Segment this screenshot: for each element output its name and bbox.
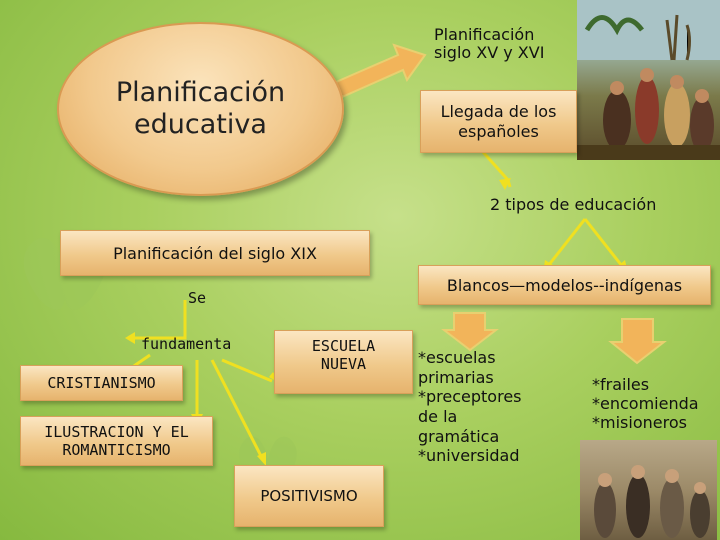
list-item: *escuelas (418, 348, 522, 368)
list-item: de la (418, 407, 522, 427)
list-item: gramática (418, 427, 522, 447)
connector-se (133, 300, 185, 338)
llegada-line2: españoles (441, 122, 557, 141)
label-dos-tipos: 2 tipos de educación (490, 196, 656, 214)
down-arrow-right (611, 319, 664, 363)
connector-to-escuela (222, 360, 272, 381)
box-escuela-nueva: ESCUELA NUEVA (274, 330, 413, 394)
connector-llegada-to-tipos (483, 152, 508, 180)
box-modelos: Blancos—modelos--indígenas (418, 265, 711, 305)
box-llegada-espanoles: Llegada de los españoles (420, 90, 577, 153)
list-right: *frailes *encomienda *misioneros (592, 375, 699, 433)
painting-conquest-image (577, 0, 720, 160)
escuela-line1: ESCUELA (312, 337, 375, 355)
connector-tipos-left (548, 219, 585, 266)
arrow-oval-to-xv-xvi (336, 45, 425, 97)
box-positivismo: POSITIVISMO (234, 465, 384, 527)
oval-line2: educativa (116, 109, 285, 141)
list-item: primarias (418, 368, 522, 388)
label-fundamenta: fundamenta (141, 336, 231, 353)
list-item: *preceptores (418, 387, 522, 407)
ilustracion-line2: ROMANTICISMO (44, 441, 189, 459)
down-arrow-left (444, 313, 496, 350)
list-item: *universidad (418, 446, 522, 466)
box-siglo-xix: Planificación del siglo XIX (60, 230, 370, 276)
list-left: *escuelas primarias *preceptores de la g… (418, 348, 522, 466)
ilustracion-line1: ILUSTRACION Y EL (44, 423, 189, 441)
oval-line1: Planificación (116, 77, 285, 109)
label-se: Se (188, 290, 206, 307)
list-item: *misioneros (592, 413, 699, 432)
list-item: *encomienda (592, 394, 699, 413)
connector-tipos-right (585, 219, 622, 266)
box-cristianismo: CRISTIANISMO (20, 365, 183, 401)
escuela-line2: NUEVA (312, 355, 375, 373)
xv-xvi-line1: Planificación (434, 26, 544, 44)
list-item: *frailes (592, 375, 699, 394)
missionaries-image (580, 440, 717, 540)
xv-xvi-line2: siglo XV y XVI (434, 44, 544, 62)
box-ilustracion: ILUSTRACION Y EL ROMANTICISMO (20, 416, 213, 466)
llegada-line1: Llegada de los (441, 102, 557, 121)
oval-planificacion-educativa: Planificación educativa (57, 22, 344, 196)
title-siglo-xv-xvi: Planificación siglo XV y XVI (434, 26, 544, 63)
